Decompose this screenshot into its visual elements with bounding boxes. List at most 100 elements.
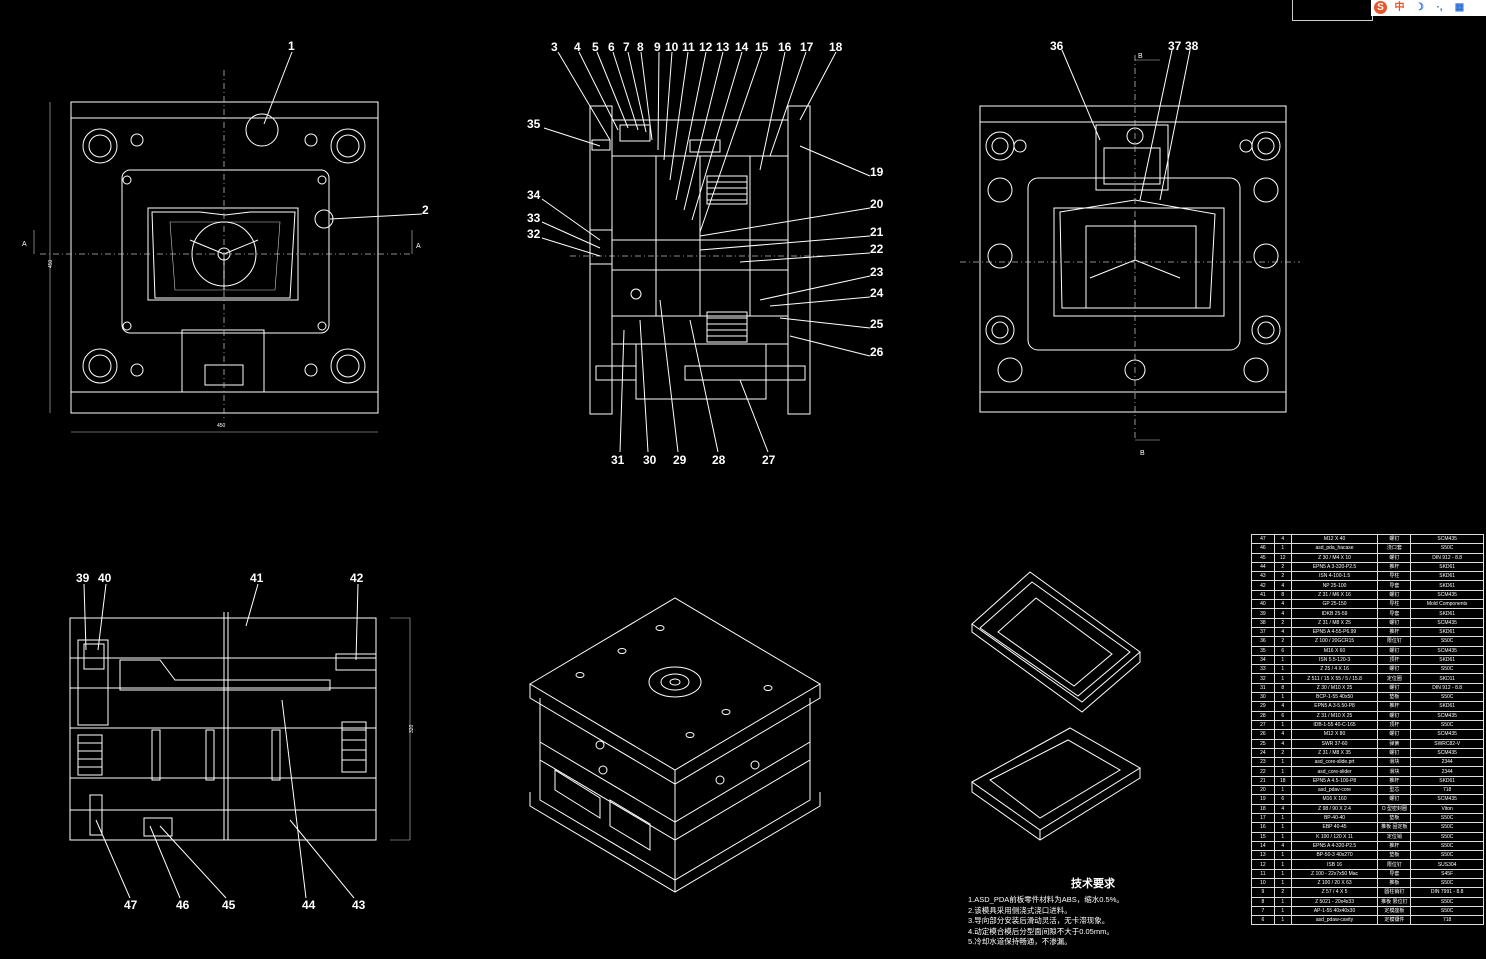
bom-cell: S50C <box>1410 692 1484 703</box>
bom-cell: 46 <box>1251 543 1275 554</box>
bom-cell: 4 <box>1273 608 1292 619</box>
callout-11: 11 <box>682 40 695 54</box>
callout-17: 17 <box>800 40 814 54</box>
callout-46: 46 <box>176 898 190 912</box>
bottom-plan-view: B B 36 37 38 <box>960 39 1300 457</box>
bom-cell: 4 <box>1273 729 1292 740</box>
bom-cell: 螺钉 <box>1377 710 1412 721</box>
bom-cell: SCM435 <box>1410 794 1484 805</box>
ime-toolbar[interactable]: S 中 ☽ ·, ▦ <box>1371 0 1486 16</box>
callout-47: 47 <box>124 898 138 912</box>
bom-cell: BP-40-40 <box>1290 812 1379 824</box>
bom-cell: S50C <box>1410 636 1484 647</box>
bom-cell: 顶杆 <box>1377 654 1412 666</box>
callout-5: 5 <box>592 40 599 54</box>
bom-cell: 10 <box>1251 877 1275 889</box>
callout-23: 23 <box>870 265 884 279</box>
bom-cell: Z 31 / M6 X 16 <box>1290 589 1379 601</box>
bom-cell: IDB-1-55 40-C-165 <box>1290 719 1379 731</box>
bom-cell: 2 <box>1273 617 1292 628</box>
dimension-plan-width: 450 <box>217 423 226 429</box>
bom-cell: 18 <box>1251 803 1275 814</box>
bom-cell: NP 25-100 <box>1290 580 1379 591</box>
bom-cell: 24 <box>1251 747 1275 759</box>
bom-cell: DIN 912 - 8.8 <box>1410 552 1484 563</box>
punctuation-icon[interactable]: ·, <box>1436 2 1443 13</box>
bom-cell: 47 <box>1251 533 1275 545</box>
bom-cell: 垫板 <box>1377 850 1412 861</box>
bom-cell: 21 <box>1251 775 1275 787</box>
bom-cell: S50C <box>1410 905 1484 917</box>
bom-cell: 12 <box>1251 859 1275 870</box>
bom-cell: K 100 / 120 X 11 <box>1290 831 1379 842</box>
bom-cell: 4 <box>1273 738 1292 749</box>
bom-cell: S50C <box>1410 877 1484 889</box>
bom-cell: 1 <box>1273 896 1292 907</box>
bom-cell: SKD61 <box>1410 580 1484 591</box>
bom-cell: Z 100 - 22x7x50 Mac <box>1290 868 1379 880</box>
bom-cell: Z 31 / M10 X 25 <box>1290 710 1379 721</box>
bom-cell: SKD61 <box>1410 561 1484 573</box>
callout-22: 22 <box>870 242 884 256</box>
bom-cell: 37 <box>1251 626 1275 638</box>
sogou-app-icon[interactable]: S <box>1374 1 1387 14</box>
callout-10: 10 <box>665 40 679 54</box>
callout-30: 30 <box>643 453 657 467</box>
bom-cell: S50C <box>1410 840 1484 852</box>
callout-12: 12 <box>699 40 713 54</box>
bom-cell: 27 <box>1251 719 1275 731</box>
bom-cell: Z 30 / M10 X 25 <box>1290 682 1379 694</box>
bom-cell: 14 <box>1251 840 1275 852</box>
bom-cell: 1 <box>1273 719 1292 731</box>
tech-requirement-item: 2.该模具采用侧浇式浇口进料。 <box>968 905 1072 915</box>
product-part-views <box>971 571 1141 841</box>
bom-cell: EPN5 A 3-320-P2.5 <box>1290 561 1379 573</box>
chinese-mode-icon[interactable]: 中 <box>1394 2 1405 13</box>
keyboard-icon[interactable]: ▦ <box>1454 2 1465 13</box>
bom-cell: SKD61 <box>1410 571 1484 582</box>
bom-cell: 4 <box>1273 803 1292 814</box>
callout-43: 43 <box>352 898 366 912</box>
bom-cell: 28 <box>1251 710 1275 721</box>
bom-cell: 1 <box>1273 812 1292 824</box>
bom-cell: SKD61 <box>1410 608 1484 619</box>
bom-cell: 1 <box>1273 915 1292 926</box>
bom-cell: 1 <box>1273 822 1292 833</box>
bom-cell: 2 <box>1273 747 1292 759</box>
bom-cell: 螺钉 <box>1377 682 1412 694</box>
bom-cell: 2344 <box>1410 766 1484 777</box>
bom-cell: 9 <box>1251 887 1275 898</box>
bom-cell: 1 <box>1273 868 1292 880</box>
bom-cell: BCP-1-55 40x50 <box>1290 692 1379 703</box>
bom-cell: 弹簧 <box>1377 738 1412 749</box>
moon-icon[interactable]: ☽ <box>1415 2 1424 13</box>
bom-cell: 23 <box>1251 757 1275 768</box>
callout-25: 25 <box>870 317 884 331</box>
section-mark-b-top: B <box>1138 53 1143 60</box>
bom-cell: 11 <box>1251 868 1275 880</box>
bom-cell: 20 <box>1251 784 1275 796</box>
bom-cell: M16 X 160 <box>1290 794 1379 805</box>
bom-cell: 29 <box>1251 701 1275 712</box>
top-plan-view: A A 450 450 1 2 <box>22 39 429 433</box>
bom-cell: 推杆 <box>1377 775 1412 787</box>
section-mark-b-bottom: B <box>1140 450 1145 457</box>
bom-cell: S50C <box>1410 831 1484 842</box>
bom-cell: 螺钉 <box>1377 552 1412 563</box>
bom-cell: 30 <box>1251 692 1275 703</box>
bom-cell: 17 <box>1251 812 1275 824</box>
